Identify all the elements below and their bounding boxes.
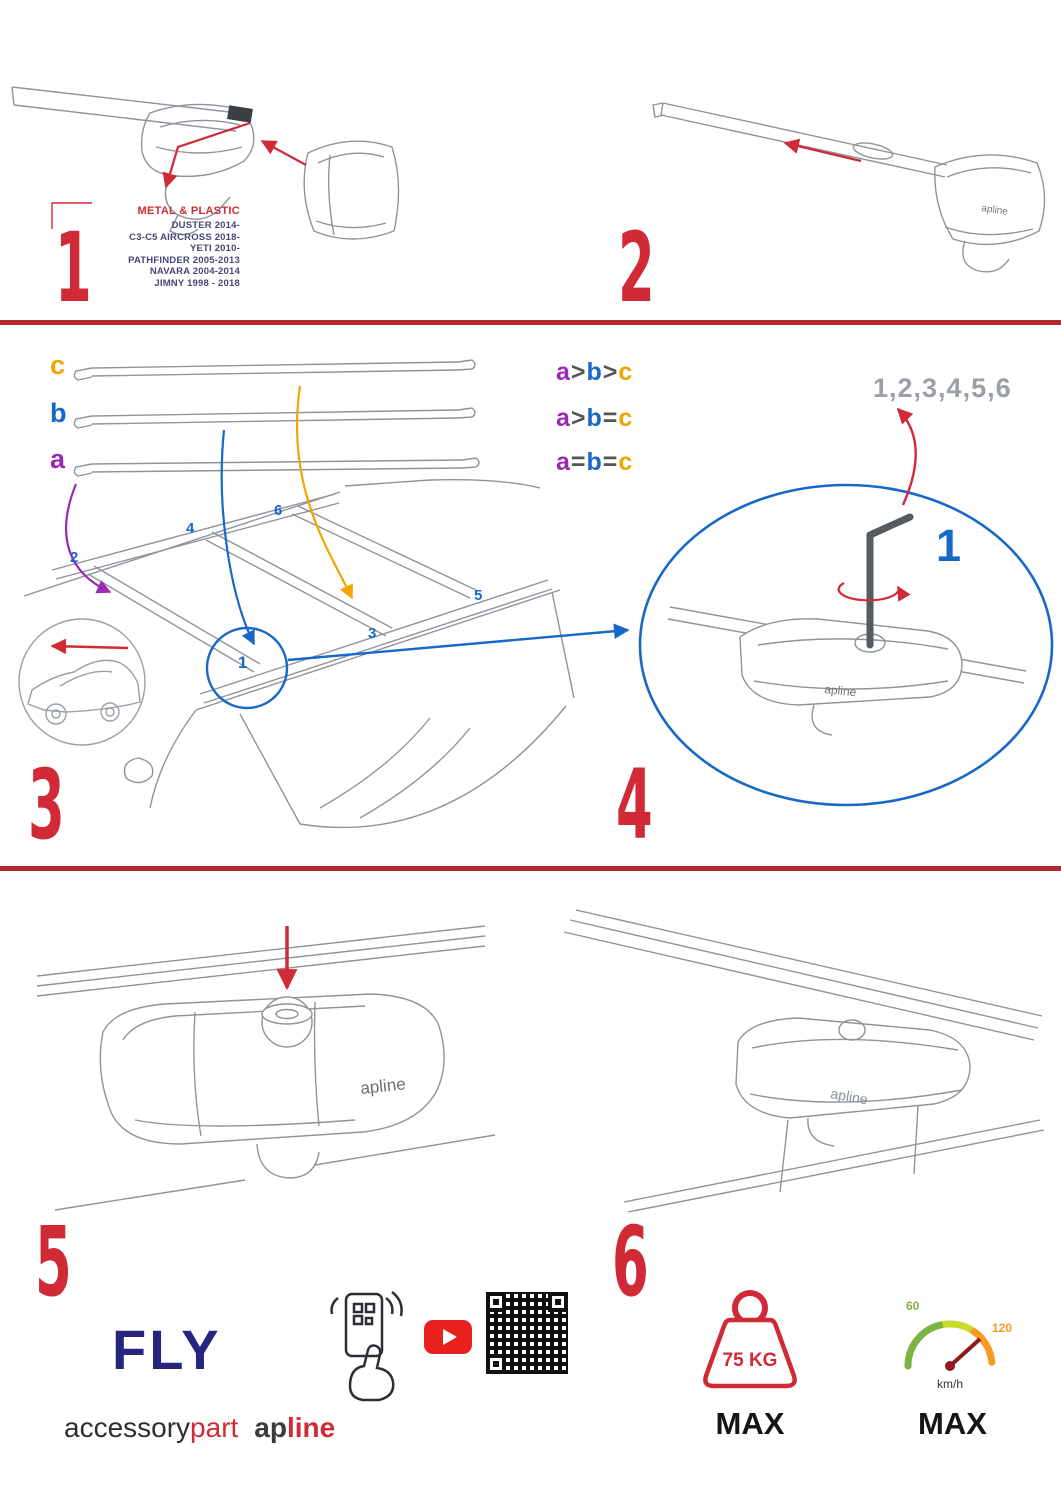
section-divider: [0, 320, 1061, 325]
youtube-icon: [424, 1320, 472, 1354]
apline-logo-on-foot: apline: [981, 203, 1009, 218]
speedometer-icon: 60 120 km/h: [904, 1299, 1012, 1391]
step-number-5: 5: [35, 1206, 72, 1318]
bar-b-position-arrow: [220, 429, 255, 646]
speed-unit-label: km/h: [937, 1377, 963, 1391]
qr-finder-pattern: [486, 1354, 506, 1374]
endcap-insert-arrow: [783, 138, 862, 163]
callout-bracket: [51, 202, 92, 229]
position1-highlight-circle: [205, 626, 289, 710]
phone-scan-icon: [330, 1291, 403, 1402]
weight-limit-value: 75 KG: [723, 1350, 778, 1371]
tightening-zoom-drawing: apline: [638, 407, 1054, 807]
zoom-circle: [638, 483, 1054, 807]
length-formula-2: a>b=c: [556, 404, 634, 432]
bar-label-c: c: [50, 350, 66, 380]
logo-ap: ap: [254, 1412, 287, 1443]
roof-position-6: 6: [274, 502, 283, 519]
weight-limit-icon: 75 KG: [703, 1290, 797, 1389]
roof-position-3: 3: [368, 625, 377, 642]
bar-a-position-arrow: [65, 483, 112, 594]
qr-code: [486, 1292, 568, 1374]
model-item: JIMNY 1998 - 2018: [154, 277, 240, 289]
speed-low-label: 60: [906, 1299, 920, 1313]
step4-tightening-panel: apline 1,2,3,4,5,6 1: [618, 345, 1061, 870]
step-number-3: 3: [28, 749, 65, 861]
apline-badge: [227, 105, 253, 123]
rotation-arrow: [837, 582, 911, 602]
bar-label-b: b: [50, 398, 67, 428]
step3-roof-layout-panel: c b a a>b>c a>b=c a=b=c 2 4 6 1 3 5: [0, 338, 645, 868]
brand-accessory: accessory: [64, 1412, 191, 1443]
product-name: FLY: [112, 1318, 222, 1381]
youtube-play-triangle: [442, 1329, 457, 1345]
bar-label-a: a: [50, 444, 66, 474]
model-item: C3-C5 AIRCROSS 2018-: [129, 231, 240, 243]
sequence-callout-arrow: [896, 407, 917, 506]
material-label: METAL & PLASTIC: [137, 205, 240, 217]
apline-logo-on-foot: apline: [824, 682, 858, 699]
bar-c-position-arrow: [295, 385, 353, 600]
car-front-arrow: [50, 638, 129, 655]
model-item: PATHFINDER 2005-2013: [128, 254, 240, 266]
length-formula-3: a=b=c: [556, 448, 634, 476]
weight-max-label: MAX: [715, 1406, 785, 1441]
step2-crossbar-drawing: apline: [652, 102, 1046, 273]
cover-insert-arrow: [260, 140, 307, 166]
step6-finished-foot-drawing: apline: [563, 909, 1045, 1213]
foot-outline-arrow: [162, 121, 251, 189]
tightening-sequence: 1,2,3,4,5,6: [873, 373, 1012, 403]
roof-position-4: 4: [186, 520, 195, 537]
car-direction-inset: [18, 618, 146, 746]
apline-logo-on-foot: apline: [829, 1085, 869, 1107]
step-number-2: 2: [618, 212, 655, 324]
roof-layout-drawing: [18, 359, 630, 829]
roof-position-2: 2: [70, 549, 79, 566]
logo-line: line: [286, 1412, 336, 1443]
roof-position-5: 5: [474, 587, 483, 604]
roof-position-1: 1: [238, 653, 248, 672]
apline-logo-on-foot: apline: [359, 1074, 406, 1098]
speed-max-label: MAX: [918, 1406, 987, 1441]
step-number-4: 4: [616, 749, 653, 861]
zoom-link-arrow: [287, 623, 630, 662]
qr-finder-pattern: [486, 1292, 506, 1312]
speed-high-label: 120: [992, 1321, 1012, 1335]
brand-part: part: [190, 1412, 239, 1443]
qr-finder-pattern: [548, 1292, 568, 1312]
length-formula-1: a>b>c: [556, 358, 634, 386]
sequence-step-highlight: 1: [936, 520, 962, 571]
section-divider: [0, 866, 1061, 871]
step-number-6: 6: [612, 1206, 649, 1318]
model-item: DUSTER 2014-: [171, 220, 240, 231]
model-item: NAVARA 2004-2014: [149, 266, 240, 277]
compatible-models-block: METAL & PLASTIC DUSTER 2014- C3-C5 AIRCR…: [70, 205, 240, 289]
step5-cap-press-drawing: apline: [36, 925, 496, 1211]
step-number-1: 1: [55, 212, 92, 324]
step1-foot-exploded-drawing: [11, 86, 400, 240]
allen-key: [866, 513, 914, 649]
model-item: YETI 2010-: [189, 243, 240, 254]
